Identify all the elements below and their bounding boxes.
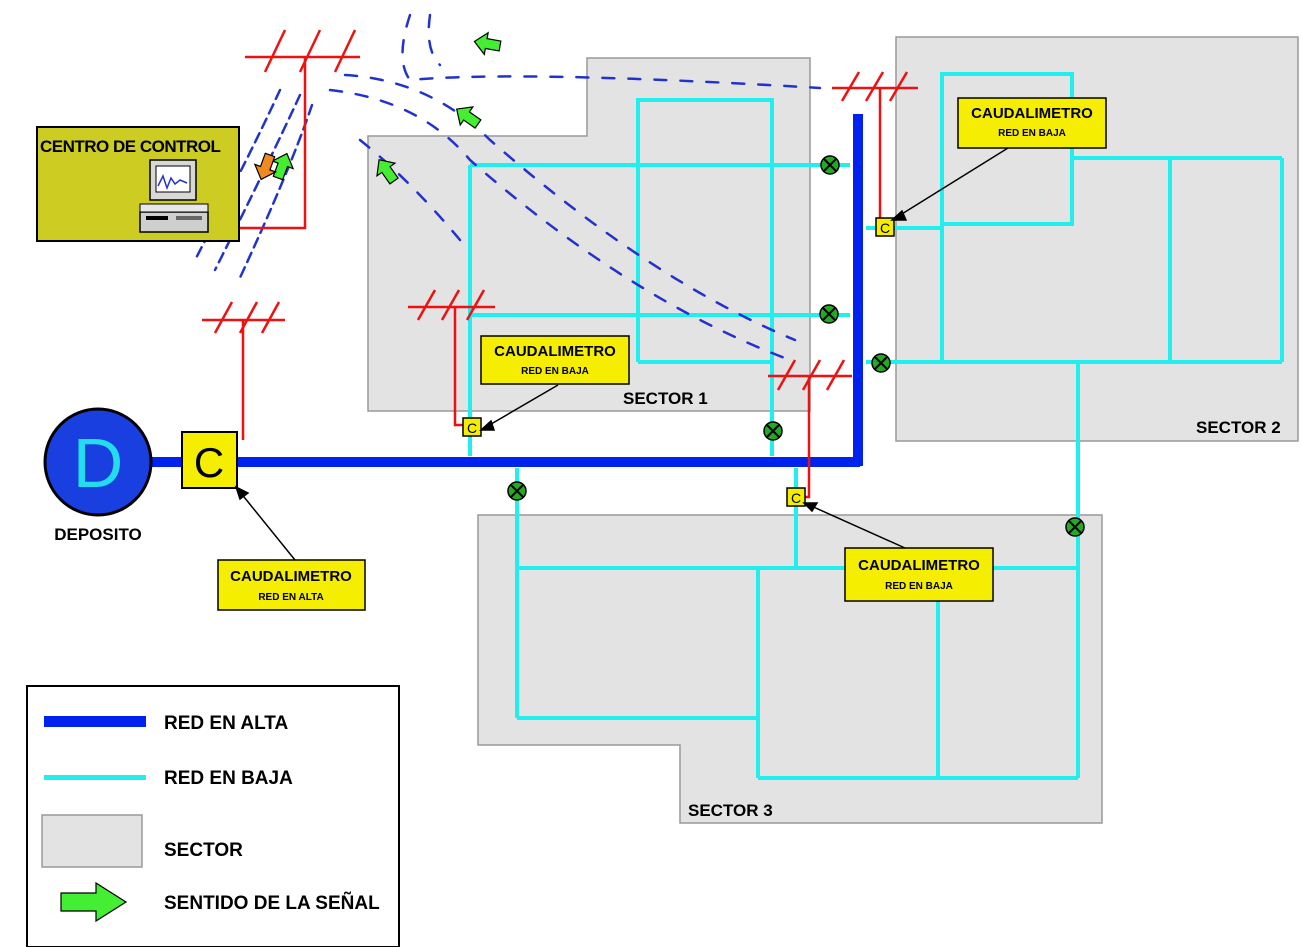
svg-text:CAUDALIMETRO: CAUDALIMETRO [858,557,980,574]
sector-1-area [367,57,811,412]
valve-icon [820,155,840,175]
callout-alta: CAUDALIMETRO RED EN ALTA [217,559,366,611]
svg-text:C: C [791,490,801,506]
valve-icon [819,304,839,324]
computer-icon [139,159,209,233]
deposit-letter: D [73,424,124,502]
svg-text:CAUDALIMETRO: CAUDALIMETRO [971,105,1093,122]
legend-item-label: SECTOR [164,840,243,861]
svg-text:RED EN BAJA: RED EN BAJA [521,366,589,377]
callout-baja-s3: CAUDALIMETRO RED EN BAJA [844,547,994,602]
callout-alta-subtitle: RED EN ALTA [258,592,323,603]
legend-item-label: RED EN BAJA [164,768,293,789]
legend-item-label: SENTIDO DE LA SEÑAL [164,892,380,914]
signal-arrow-icon [253,152,278,181]
small-meter-s3: C [786,487,806,507]
signal-arrow-icon [270,152,295,181]
legend-sector-swatch [41,814,143,868]
control-center-title: CENTRO DE CONTROL [40,137,221,156]
sector-1-label: SECTOR 1 [623,389,708,408]
callout-baja-s1: CAUDALIMETRO RED EN BAJA [480,335,630,385]
signal-arrow-icon [60,881,128,923]
valve-icon [763,421,783,441]
legend-item-label: RED EN ALTA [164,713,288,734]
svg-text:C: C [880,220,890,236]
small-meters: C C C [462,217,895,507]
deposit: D DEPOSITO [43,407,153,544]
valves [507,155,1085,537]
svg-text:RED EN BAJA: RED EN BAJA [885,581,953,592]
red-alta-network [150,114,863,467]
signal-arrows [253,31,502,185]
sector-3-label: SECTOR 3 [688,801,773,820]
svg-text:C: C [467,420,477,436]
callout-pointers [234,147,1009,561]
valve-icon [1065,517,1085,537]
signal-arrow-icon [376,158,399,185]
legend: RED EN ALTA RED EN BAJA SECTOR SENTIDO D… [26,685,400,947]
callout-alta-title: CAUDALIMETRO [230,568,352,585]
main-flow-meter: C [181,431,238,489]
svg-text:RED EN BAJA: RED EN BAJA [998,128,1066,139]
svg-text:CAUDALIMETRO: CAUDALIMETRO [494,343,616,360]
radio-waves [193,13,822,362]
signal-arrow-icon [455,106,482,129]
main-meter-letter: C [194,439,224,486]
antennas [202,29,918,499]
legend-alta-swatch [44,716,146,727]
sector-2-label: SECTOR 2 [1196,418,1281,437]
small-meter-s2: C [875,217,895,237]
callout-baja-s2: CAUDALIMETRO RED EN BAJA [957,97,1107,149]
control-center: CENTRO DE CONTROL [36,126,240,242]
deposit-label: DEPOSITO [54,525,142,544]
valve-icon [507,481,527,501]
signal-arrow-icon [473,31,502,56]
legend-baja-swatch [44,775,146,780]
valve-icon [871,353,891,373]
small-meter-s1: C [462,417,482,437]
